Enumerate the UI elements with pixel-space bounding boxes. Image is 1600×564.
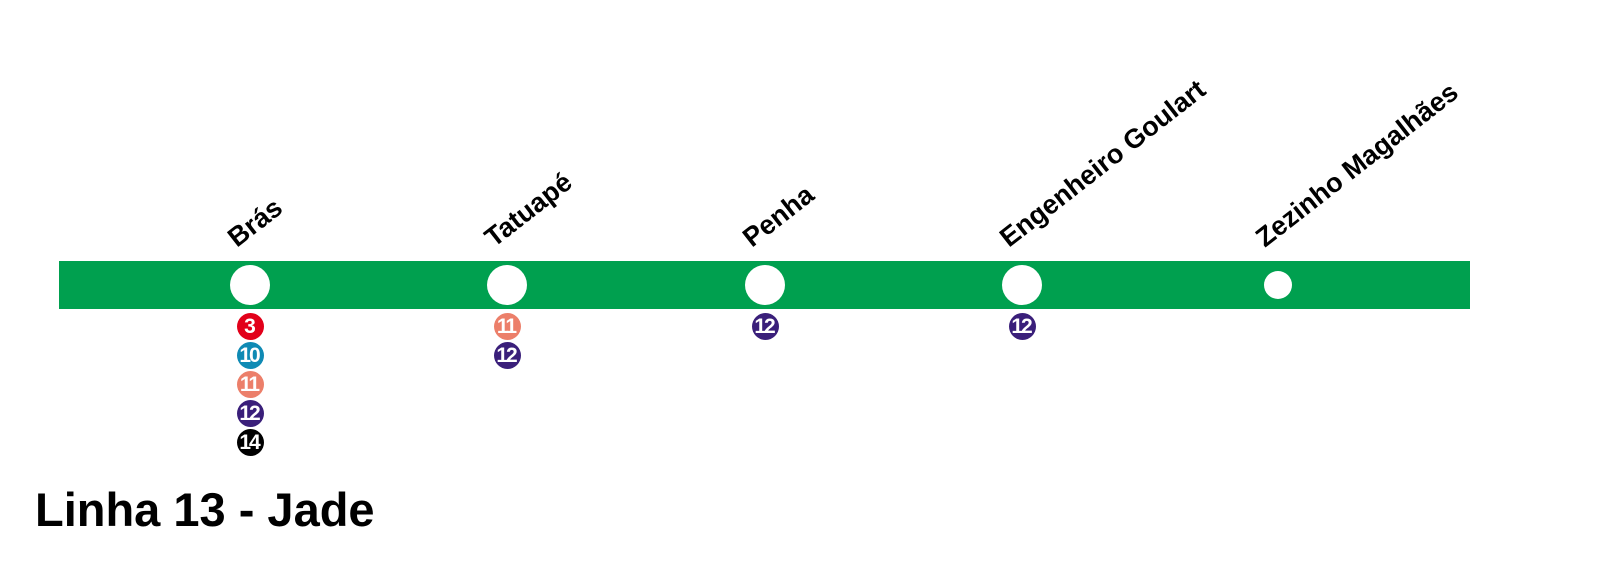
connection-badge-line-12: 12 — [236, 400, 264, 427]
station-label: Brás — [222, 192, 288, 253]
connection-badge-line-12: 12 — [1008, 313, 1036, 340]
connection-badge-line-3: 3 — [236, 313, 264, 340]
station-dot-icon[interactable] — [230, 265, 270, 305]
line-title: Linha 13 - Jade — [35, 483, 375, 536]
station-label: Engenheiro Goulart — [994, 73, 1212, 253]
connection-badge-line-11: 11 — [236, 371, 264, 398]
station-dot-icon[interactable] — [487, 265, 527, 305]
station-dot-icon[interactable] — [745, 265, 785, 305]
station-dot-icon[interactable] — [1264, 271, 1292, 299]
connection-badge-line-14: 14 — [236, 429, 264, 456]
connection-badge-line-10: 10 — [236, 342, 264, 369]
station-label: Tatuapé — [479, 166, 578, 253]
connection-badge-line-12: 12 — [493, 342, 521, 369]
connection-badge-line-11: 11 — [493, 313, 521, 340]
station-label: Zezinho Magalhães — [1250, 76, 1464, 253]
station-dot-icon[interactable] — [1002, 265, 1042, 305]
connection-badge-line-12: 12 — [751, 313, 779, 340]
station-label: Penha — [737, 179, 820, 253]
